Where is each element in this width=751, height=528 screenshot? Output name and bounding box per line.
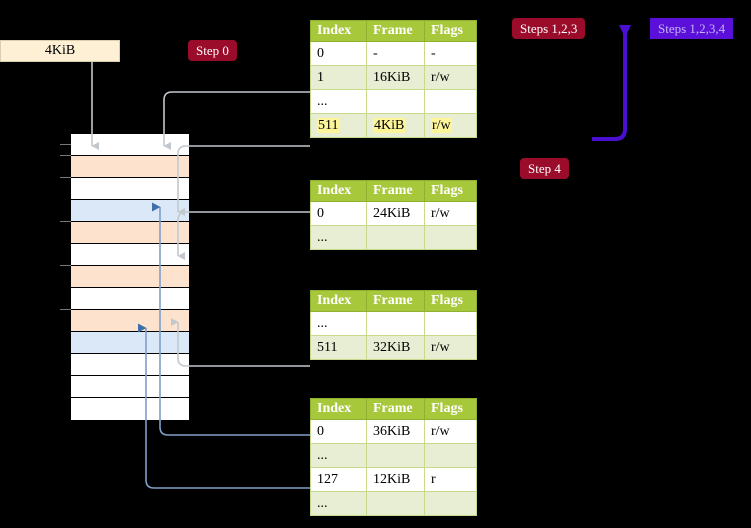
- index-cell: ...: [310, 89, 367, 114]
- flags-cell: r/w: [424, 65, 477, 90]
- flags-cell: [424, 443, 477, 468]
- badge-step-0: Step 0: [188, 40, 237, 61]
- frame-cell: 24KiB: [366, 201, 425, 226]
- frame-cell: 16KiB: [366, 65, 425, 90]
- memory-frame-row: [71, 156, 189, 178]
- index-cell: 127: [310, 467, 367, 492]
- page-table-row: ...: [310, 443, 477, 468]
- index-cell: 511: [310, 335, 367, 360]
- grid-tick-mark: [60, 309, 71, 310]
- frame-cell: [366, 311, 425, 336]
- index-cell: 1: [310, 65, 367, 90]
- index-cell: 0: [310, 41, 367, 66]
- column-header-frame: Frame: [366, 180, 425, 202]
- column-header-frame: Frame: [366, 398, 425, 420]
- grid-tick-mark: [60, 144, 71, 145]
- page-table-row: ...: [310, 89, 477, 114]
- column-header-index: Index: [310, 398, 367, 420]
- memory-frame-row: [71, 200, 189, 222]
- flags-cell: r/w: [424, 201, 477, 226]
- index-cell: ...: [310, 443, 367, 468]
- memory-frame-row: [71, 354, 189, 376]
- frame-cell: [366, 491, 425, 516]
- flags-cell: r: [424, 467, 477, 492]
- page-table-row: ...: [310, 491, 477, 516]
- page-table-row: ...: [310, 225, 477, 250]
- frame-cell: 36KiB: [366, 419, 425, 444]
- flags-cell: [424, 491, 477, 516]
- grid-tick-mark: [60, 155, 71, 156]
- page-table-row: 0--: [310, 41, 477, 66]
- column-header-flags: Flags: [424, 290, 477, 312]
- memory-frame-row: [71, 266, 189, 288]
- frame-cell: [366, 443, 425, 468]
- memory-frame-row: [71, 310, 189, 332]
- badge-steps-1234: Steps 1,2,3,4: [650, 18, 734, 39]
- flags-cell: r/w: [424, 113, 477, 138]
- column-header-frame: Frame: [366, 20, 425, 42]
- flags-cell: r/w: [424, 419, 477, 444]
- memory-frame-row: [71, 244, 189, 266]
- grid-tick-mark: [60, 265, 71, 266]
- index-cell: ...: [310, 225, 367, 250]
- memory-frame-row: [71, 134, 189, 156]
- column-header-flags: Flags: [424, 398, 477, 420]
- badge-steps-123: Steps 1,2,3: [512, 18, 586, 39]
- column-header-flags: Flags: [424, 20, 477, 42]
- column-header-index: Index: [310, 20, 367, 42]
- memory-frame-row: [71, 398, 189, 420]
- flags-cell: r/w: [424, 335, 477, 360]
- index-cell: ...: [310, 491, 367, 516]
- frame-cell: 12KiB: [366, 467, 425, 492]
- memory-frame-row: [71, 222, 189, 244]
- frame-cell: [366, 225, 425, 250]
- memory-frame-row: [71, 376, 189, 398]
- flags-cell: -: [424, 41, 477, 66]
- badge-step-4: Step 4: [520, 158, 569, 179]
- frame-cell: -: [366, 41, 425, 66]
- flags-cell: [424, 89, 477, 114]
- physical-memory-grid: [70, 133, 190, 420]
- column-header-index: Index: [310, 180, 367, 202]
- index-cell: ...: [310, 311, 367, 336]
- column-header-index: Index: [310, 290, 367, 312]
- grid-tick-mark: [60, 221, 71, 222]
- index-cell: 0: [310, 419, 367, 444]
- page-table-row: ...: [310, 311, 477, 336]
- physical-frame-label: 4KiB: [44, 43, 76, 58]
- frame-cell: 4KiB: [366, 113, 425, 138]
- memory-frame-row: [71, 178, 189, 200]
- memory-frame-row: [71, 332, 189, 354]
- physical-frame-box: 4KiB: [0, 40, 120, 62]
- frame-cell: 32KiB: [366, 335, 425, 360]
- column-header-frame: Frame: [366, 290, 425, 312]
- index-cell: 0: [310, 201, 367, 226]
- grid-tick-mark: [60, 177, 71, 178]
- flags-cell: [424, 225, 477, 250]
- index-cell: 511: [310, 113, 367, 138]
- frame-cell: [366, 89, 425, 114]
- column-header-flags: Flags: [424, 180, 477, 202]
- flags-cell: [424, 311, 477, 336]
- memory-frame-row: [71, 288, 189, 310]
